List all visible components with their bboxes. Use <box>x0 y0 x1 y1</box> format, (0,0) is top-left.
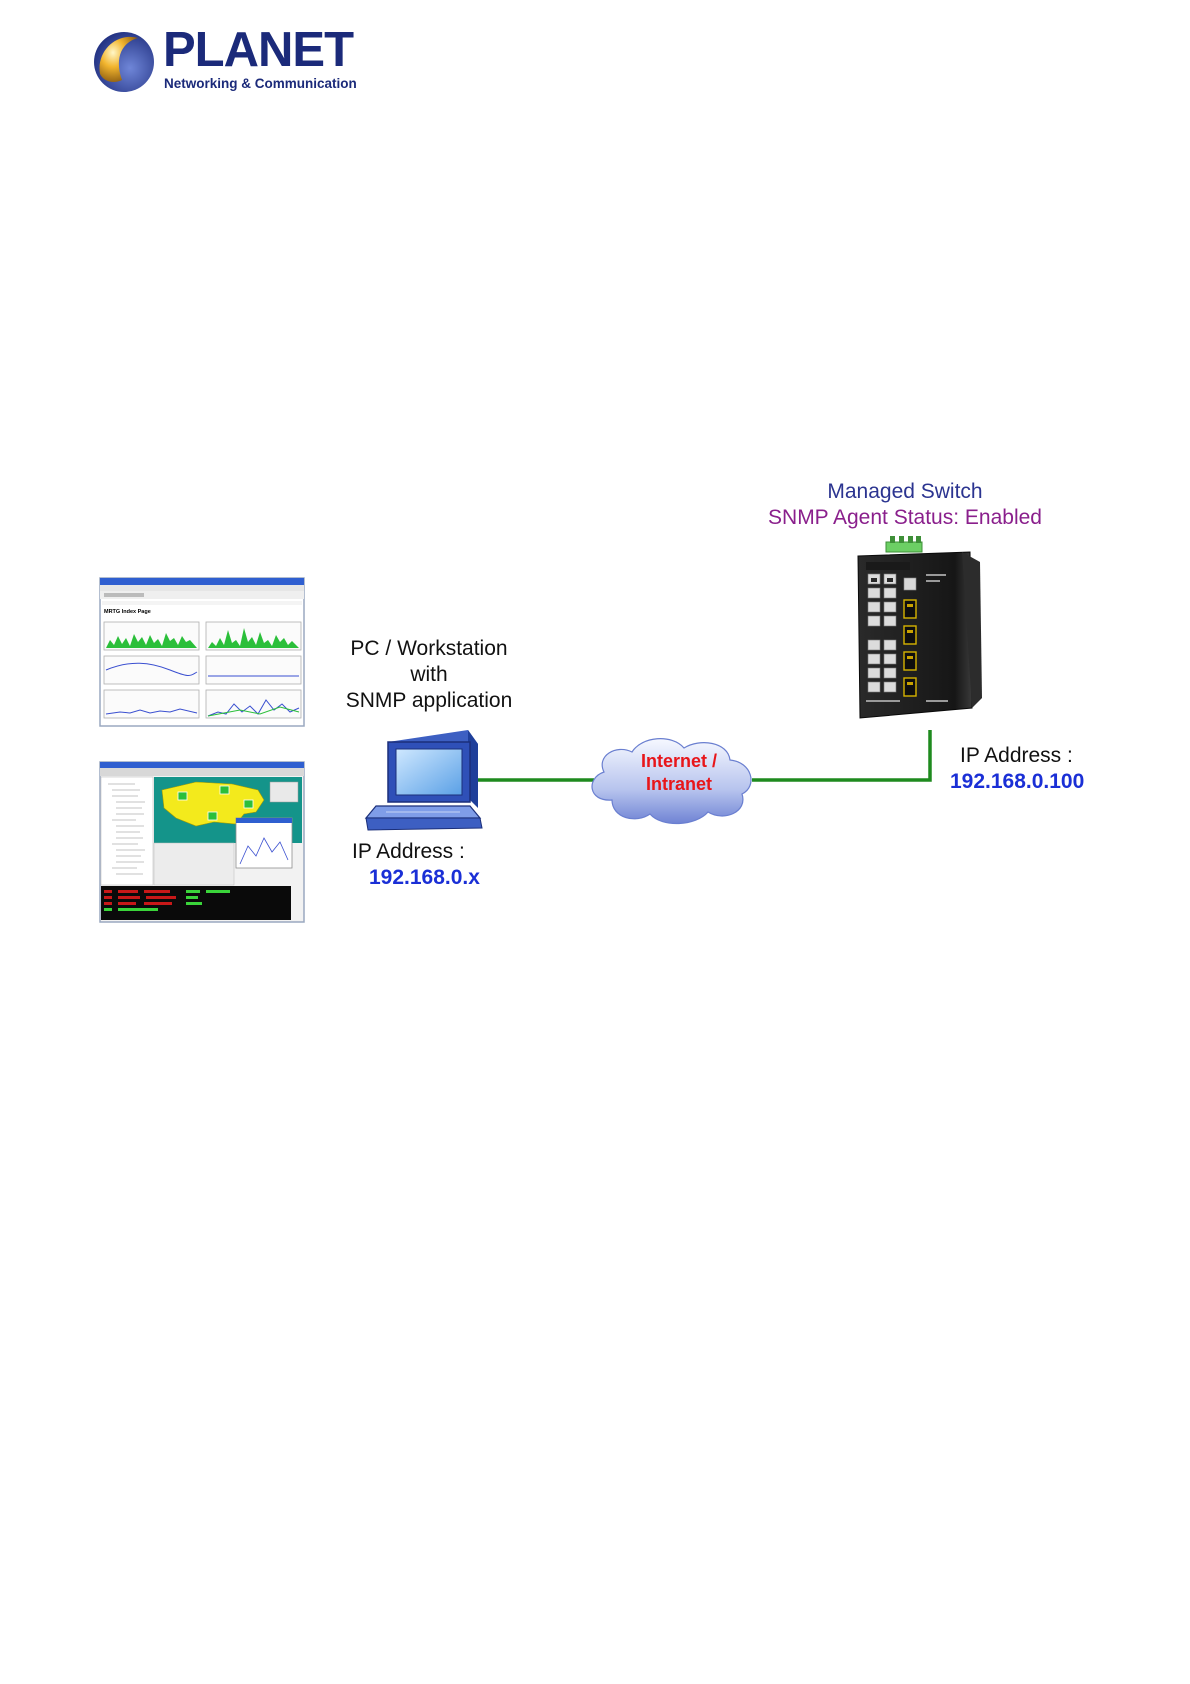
switch-ip-label: IP Address : <box>960 744 1100 768</box>
pc-workstation-label: PC / Workstation with SNMP application <box>320 636 538 714</box>
pc-ip-value: 192.168.0.x <box>369 866 529 890</box>
cloud-label: Internet / Intranet <box>618 750 740 796</box>
pc-label-line2: with <box>320 662 538 688</box>
managed-switch-icon <box>858 536 982 718</box>
switch-title: Managed Switch <box>780 480 1030 504</box>
pc-label-line1: PC / Workstation <box>320 636 538 662</box>
pc-ip-label: IP Address : <box>352 840 512 864</box>
cloud-label-line1: Internet / <box>618 750 740 773</box>
nms-screenshot <box>100 762 304 922</box>
switch-ip-value: 192.168.0.100 <box>950 770 1110 794</box>
mrtg-screenshot: MRTG Index Page <box>100 578 304 726</box>
cloud-label-line2: Intranet <box>618 773 740 796</box>
cloud-switch-link <box>752 730 930 780</box>
snmp-agent-status: SNMP Agent Status: Enabled <box>740 506 1070 530</box>
mrtg-page-title: MRTG Index Page <box>104 609 151 615</box>
pc-label-line3: SNMP application <box>320 688 538 714</box>
pc-workstation-icon <box>366 730 482 830</box>
